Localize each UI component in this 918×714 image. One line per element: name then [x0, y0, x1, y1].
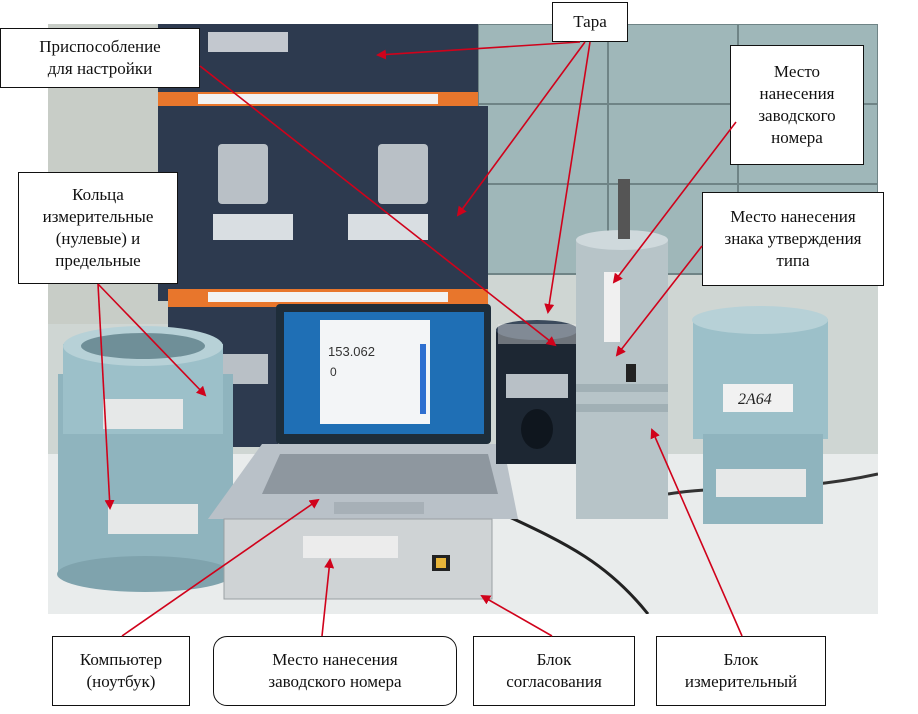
- cable: [502, 512, 650, 614]
- measuring-rings: [57, 326, 233, 592]
- label-computer: Компьютер(ноутбук): [52, 636, 190, 706]
- matching-unit-box: [223, 518, 493, 600]
- screen-reading-2: 0: [330, 365, 337, 379]
- adjustment-fixture: [496, 320, 578, 464]
- ring-tag-label: 2А64: [738, 391, 772, 408]
- label-tara: Тара: [552, 2, 628, 42]
- screen-reading-1: 153.062: [328, 344, 375, 359]
- right-measuring-ring: 2А64: [692, 306, 828, 524]
